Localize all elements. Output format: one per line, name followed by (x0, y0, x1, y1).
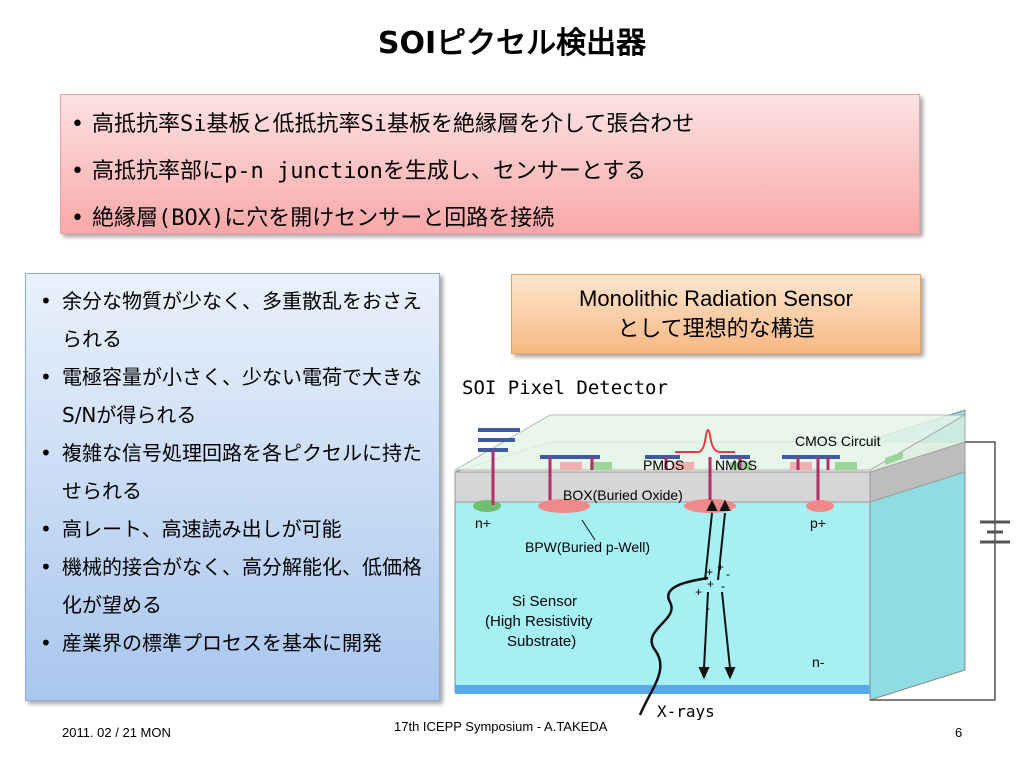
advantage-bullet: 産業界の標準プロセスを基本に開発 (34, 624, 429, 662)
summary-bullet: 高抵抗率Si基板と低抵抗率Si基板を絶縁層を介して張合わせ (71, 101, 909, 148)
si-sensor-label: Si Sensor (512, 593, 577, 610)
cmos-circuit-label: CMOS Circuit (795, 433, 881, 449)
charge-signs: + + - + + - - (695, 560, 730, 615)
transistor (835, 462, 857, 470)
advantage-bullet: 高レート、高速読み出しが可能 (34, 510, 429, 548)
bpw-label: BPW(Buried p-Well) (525, 539, 650, 555)
hole-sign: + (717, 560, 724, 574)
callout-line2: として理想的な構造 (617, 317, 815, 342)
advantage-bullet: 複雑な信号処理回路を各ピクセルに持たせられる (34, 434, 429, 510)
electron-sign: - (706, 601, 710, 615)
footer-event: 17th ICEPP Symposium - A.TAKEDA (394, 719, 608, 734)
footer-date: 2011. 02 / 21 MON (62, 725, 171, 740)
transistor (672, 462, 694, 470)
nmos-label: NMOS (715, 457, 757, 473)
callout-box: Monolithic Radiation Sensor として理想的な構造 (511, 274, 921, 354)
vias (491, 450, 830, 505)
bpw-well (538, 499, 590, 513)
n-plus-label: n+ (475, 515, 491, 531)
electron-sign: - (726, 567, 730, 581)
hole-sign: + (706, 565, 713, 579)
transistor (885, 451, 903, 466)
advantage-bullet: 余分な物質が少なく、多重散乱をおさえられる (34, 282, 429, 358)
summary-bullet: 高抵抗率部にp-n junctionを生成し、センサーとする (71, 148, 909, 195)
hole-sign: + (695, 585, 702, 599)
transistor (560, 462, 582, 470)
advantage-bullet: 電極容量が小さく、少ない電荷で大きなS/Nが得られる (34, 358, 429, 434)
charge-arrows (698, 499, 736, 680)
diagram-title: SOI Pixel Detector (462, 377, 668, 399)
callout-line1: Monolithic Radiation Sensor (579, 286, 853, 311)
advantage-bullet: 機械的接合がなく、高分解能化、低価格化が望める (34, 548, 429, 624)
pmos-label: PMOS (643, 457, 684, 473)
box-layer-front (454, 471, 871, 503)
xrays-label: X-rays (657, 702, 715, 720)
transistor (790, 462, 812, 470)
p-plus-well (806, 500, 834, 512)
bias-wire (870, 441, 996, 701)
sensor-bottom-layer (455, 685, 870, 694)
slide-title: SOIピクセル検出器 (377, 26, 647, 61)
si-sensor-label: (High Resistivity (485, 613, 593, 630)
transistor (590, 462, 612, 470)
box-label: BOX(Buried Oxide) (563, 487, 683, 503)
summary-bullet: 絶縁層(BOX)に穴を開けセンサーと回路を接続 (71, 195, 909, 242)
n-minus-label: n- (812, 654, 825, 670)
xray-path (638, 576, 709, 716)
bpw-leader-line (581, 519, 596, 541)
signal-pulse-icon (675, 429, 735, 453)
p-plus-label: p+ (810, 515, 826, 531)
n-plus-well (473, 500, 501, 512)
si-sensor-label: Substrate) (507, 633, 576, 650)
page-number: 6 (955, 725, 963, 740)
hole-sign: + (707, 577, 714, 591)
metal-lines (478, 428, 840, 459)
sensor-front-face (454, 501, 871, 693)
electron-sign: - (721, 579, 725, 593)
battery-icon (980, 520, 1010, 544)
soi-pixel-diagram: SOI Pixel Detector CMOS Circuit PMOS NMO… (453, 377, 1010, 720)
summary-box: 高抵抗率Si基板と低抵抗率Si基板を絶縁層を介して張合わせ 高抵抗率部にp-n … (60, 94, 920, 234)
advantages-box: 余分な物質が少なく、多重散乱をおさえられる 電極容量が小さく、少ない電荷で大きな… (25, 273, 440, 701)
